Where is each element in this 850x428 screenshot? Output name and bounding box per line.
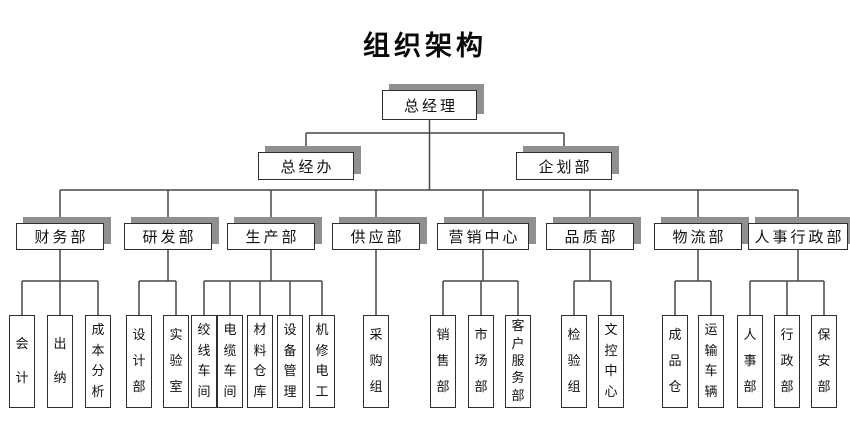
- customer-service-dept-box: 客户服务部: [505, 315, 531, 408]
- document-control-center-box: 文控中心: [598, 315, 624, 408]
- equipment-management-box: 设备管理: [277, 315, 303, 408]
- machine-repair-electrician-box: 机修电工: [309, 315, 335, 408]
- market-dept-box: 市场部: [468, 315, 494, 408]
- hr-admin-dept-box: 人事行政部: [748, 223, 848, 250]
- inspection-group-box: 检验组: [561, 315, 587, 408]
- general-manager-box: 总经理: [382, 90, 477, 120]
- cable-workshop-box: 电缆车间: [217, 315, 243, 408]
- finished-goods-warehouse-box: 成品仓: [662, 315, 688, 408]
- quality-dept-box: 品质部: [546, 223, 634, 250]
- material-warehouse-box: 材料仓库: [247, 315, 273, 408]
- supply-dept-box: 供应部: [332, 223, 420, 250]
- logistics-dept-box: 物流部: [654, 223, 742, 250]
- admin-dept-box: 行政部: [774, 315, 800, 408]
- cost-analysis-box: 成本分析: [85, 315, 111, 408]
- gm-office-box: 总经办: [258, 152, 354, 180]
- rnd-dept-box: 研发部: [124, 223, 212, 250]
- sales-dept-box: 销售部: [430, 315, 456, 408]
- transport-vehicles-box: 运输车辆: [698, 315, 724, 408]
- purchasing-group-box: 采购组: [363, 315, 389, 408]
- production-dept-box: 生产部: [227, 223, 315, 250]
- accounting-box: 会计: [9, 315, 35, 408]
- page-title: 组织架构: [363, 31, 487, 62]
- marketing-center-box: 营销中心: [437, 223, 529, 250]
- stranding-workshop-box: 绞线车间: [191, 315, 217, 408]
- cashier-box: 出纳: [47, 315, 73, 408]
- laboratory-box: 实验室: [163, 315, 189, 408]
- planning-dept-box: 企划部: [516, 152, 612, 180]
- finance-dept-box: 财务部: [16, 223, 104, 250]
- hr-dept-box: 人事部: [737, 315, 763, 408]
- security-dept-box: 保安部: [811, 315, 837, 408]
- design-dept-box: 设计部: [126, 315, 152, 408]
